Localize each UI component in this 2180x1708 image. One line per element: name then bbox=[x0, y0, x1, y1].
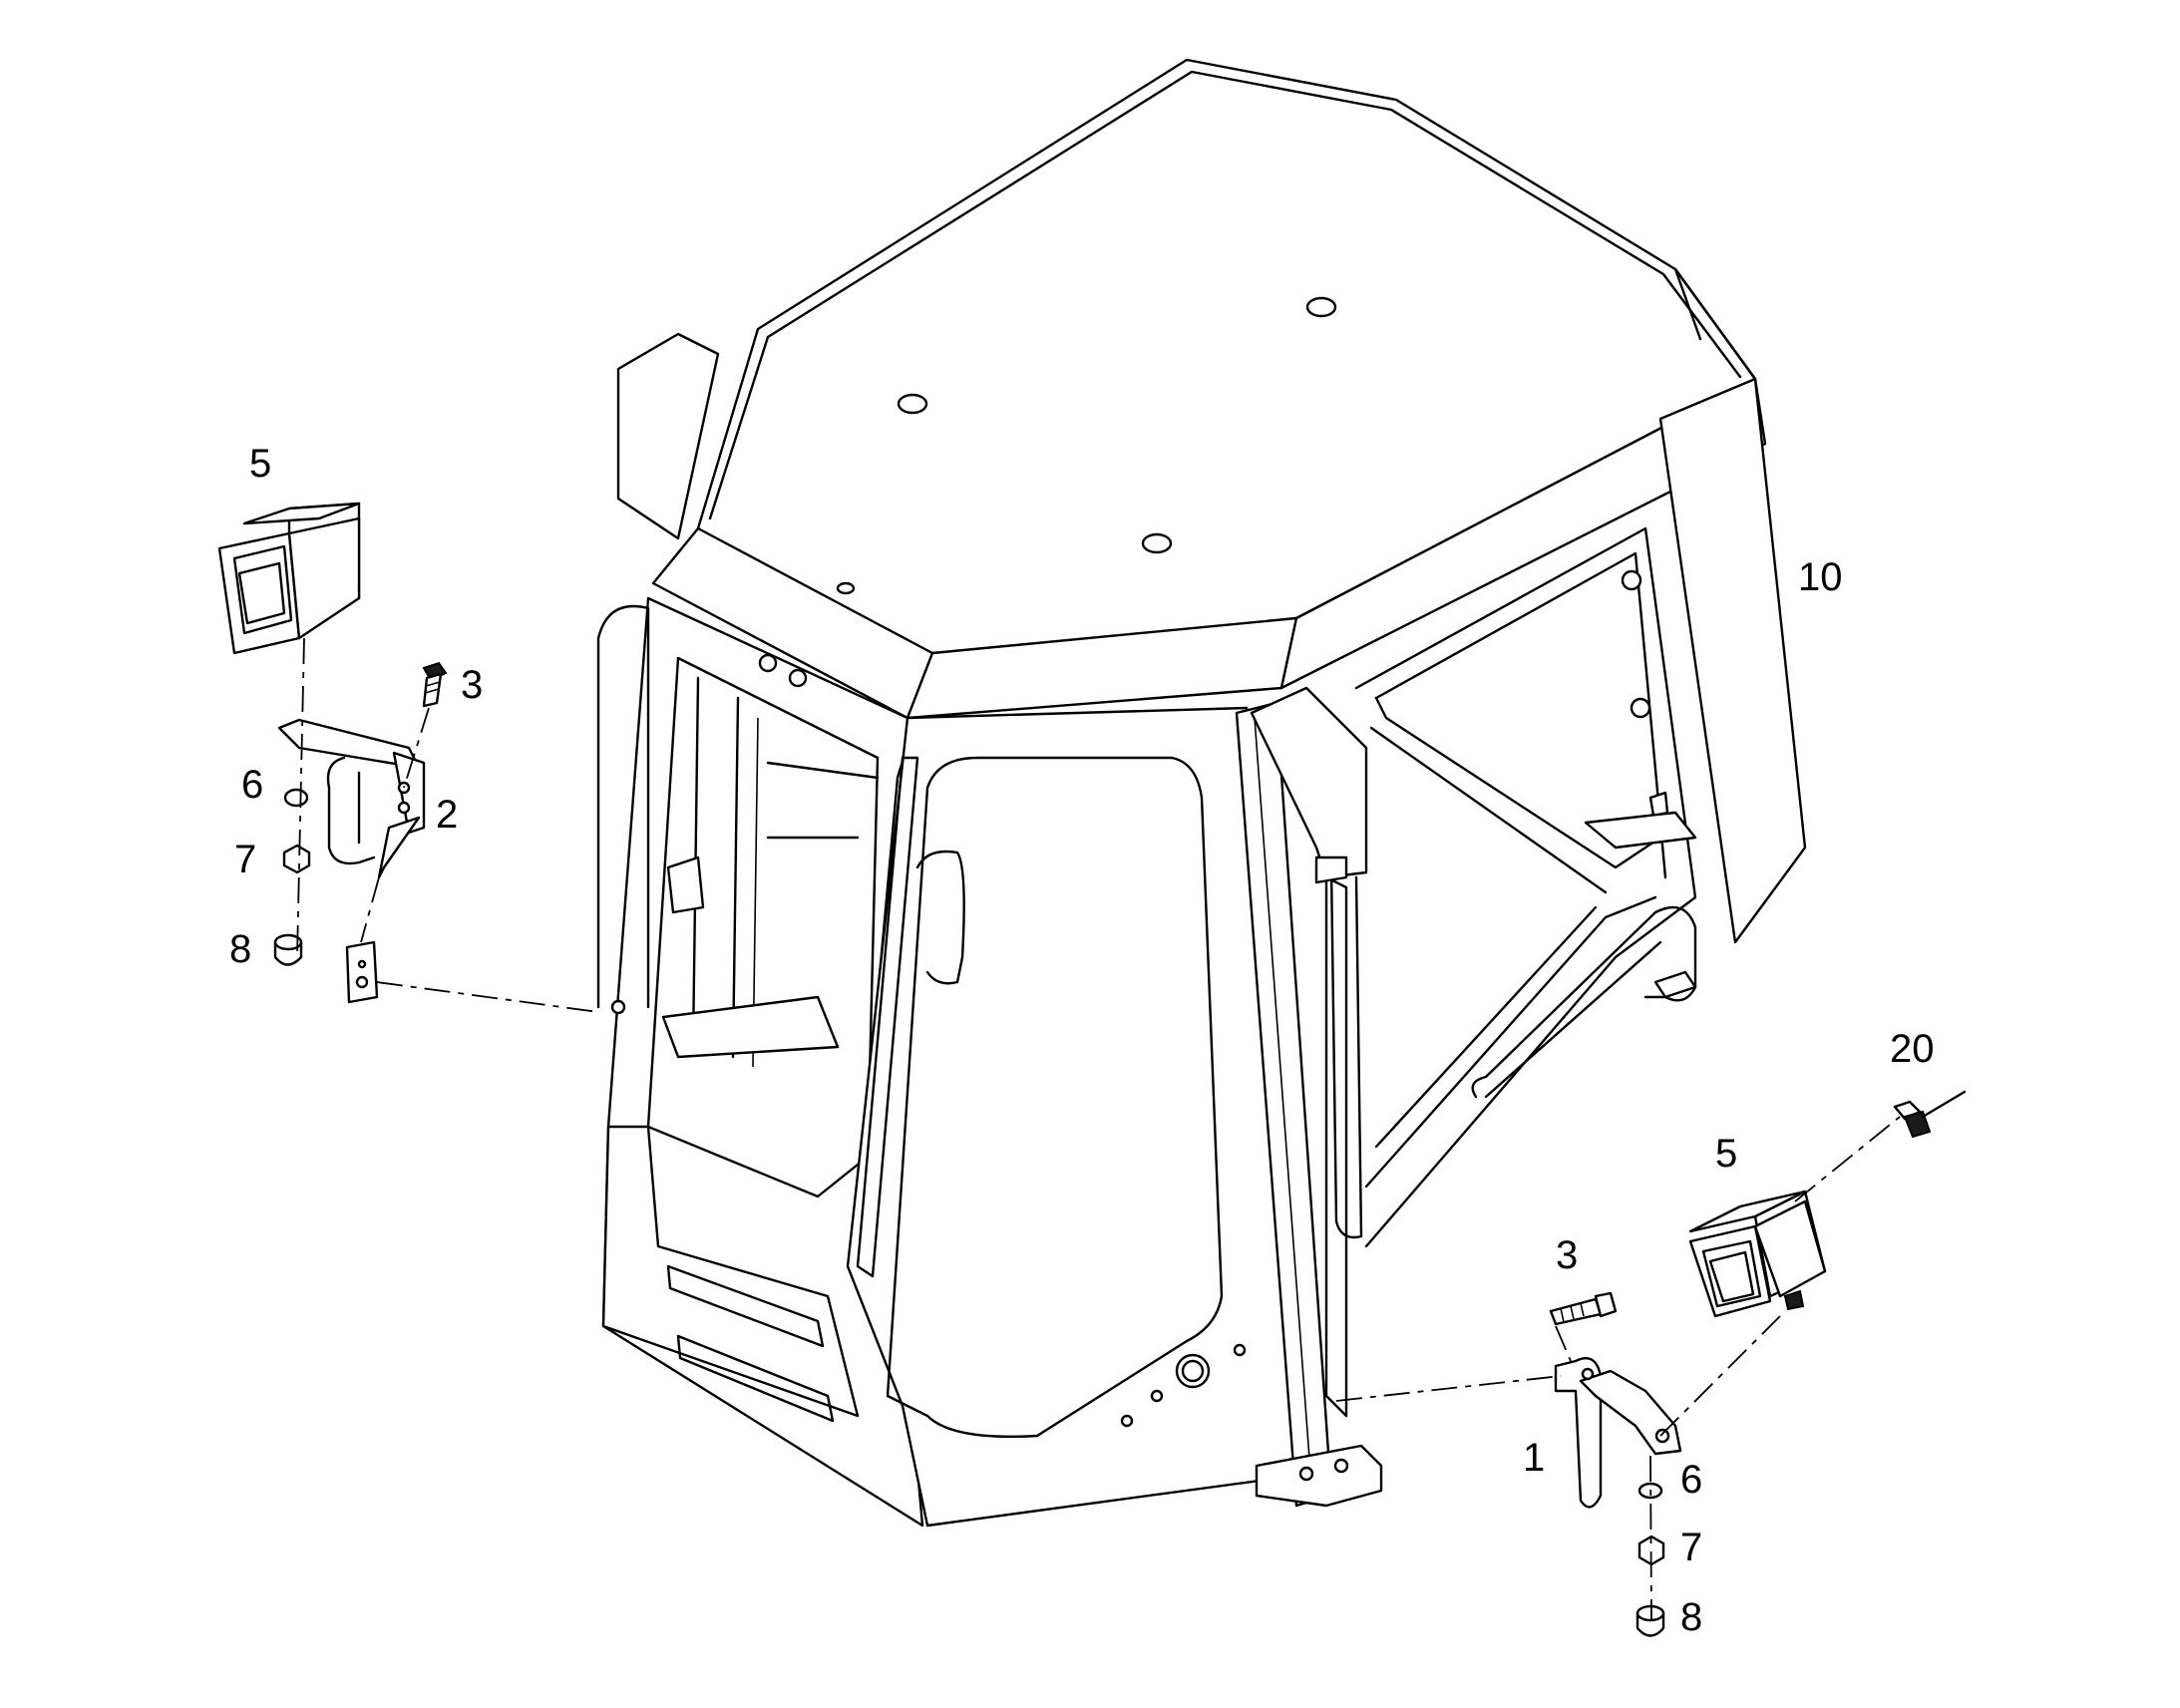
callout-20: 20 bbox=[1890, 1027, 1935, 1071]
callout-7-right: 7 bbox=[1680, 1526, 1702, 1569]
left-washer bbox=[283, 788, 309, 808]
roof-mount bbox=[1305, 296, 1337, 318]
door-handle bbox=[915, 850, 965, 985]
cab-rear-wall bbox=[1658, 377, 1807, 944]
leader-right-cab bbox=[1335, 1375, 1562, 1402]
cab-right-frame bbox=[1354, 526, 1697, 1248]
callout-7-left: 7 bbox=[234, 838, 256, 881]
left-nut bbox=[282, 844, 311, 874]
leader-left-cab bbox=[376, 981, 599, 1013]
callout-labels: 5 3 6 2 7 8 10 20 5 3 1 6 7 8 bbox=[229, 442, 1935, 1639]
right-nut bbox=[1637, 1535, 1665, 1566]
leader-left-vertical bbox=[296, 637, 305, 958]
callout-3-left: 3 bbox=[461, 663, 483, 707]
leader-right-bolt bbox=[1555, 1325, 1572, 1362]
leader-right-vertical bbox=[1649, 1455, 1652, 1621]
door-window bbox=[886, 756, 1224, 1439]
cab-door bbox=[846, 706, 1298, 1528]
left-clip-plate bbox=[345, 940, 379, 1004]
right-mounting-bracket bbox=[1554, 1356, 1682, 1509]
right-work-light bbox=[1688, 1190, 1827, 1318]
leader-left-bracket bbox=[360, 876, 380, 943]
right-bolt bbox=[1549, 1291, 1618, 1326]
callout-1: 1 bbox=[1523, 1436, 1545, 1480]
roof-mount bbox=[1141, 532, 1173, 554]
cab-assembly bbox=[596, 58, 1807, 1528]
callout-6-right: 6 bbox=[1680, 1458, 1702, 1502]
left-bolt bbox=[422, 661, 448, 708]
right-handrail bbox=[1471, 905, 1697, 1099]
left-work-light bbox=[217, 502, 361, 655]
left-light-assembly bbox=[217, 502, 599, 1013]
left-handrail bbox=[596, 604, 650, 1009]
roof-mount bbox=[897, 393, 928, 415]
cab-roof bbox=[696, 58, 1757, 660]
callout-2: 2 bbox=[436, 793, 458, 837]
callout-5-right: 5 bbox=[1715, 1132, 1737, 1176]
callout-8-left: 8 bbox=[229, 927, 251, 971]
left-mounting-bracket bbox=[277, 718, 426, 879]
cab-base-mount bbox=[1255, 1444, 1383, 1508]
callout-6-left: 6 bbox=[241, 763, 263, 807]
right-light-assembly bbox=[1335, 1090, 1967, 1637]
callout-3-right: 3 bbox=[1556, 1233, 1578, 1277]
leader-right-connector bbox=[1794, 1116, 1901, 1202]
leader-left-bolt bbox=[403, 707, 430, 789]
callout-10: 10 bbox=[1798, 555, 1843, 599]
callout-8-right: 8 bbox=[1680, 1595, 1702, 1639]
right-connector bbox=[1893, 1090, 1967, 1139]
leader-right-light bbox=[1659, 1315, 1781, 1437]
cab-side-box bbox=[616, 332, 720, 540]
cab-right-column bbox=[1250, 686, 1368, 879]
callout-5-left: 5 bbox=[249, 442, 271, 486]
